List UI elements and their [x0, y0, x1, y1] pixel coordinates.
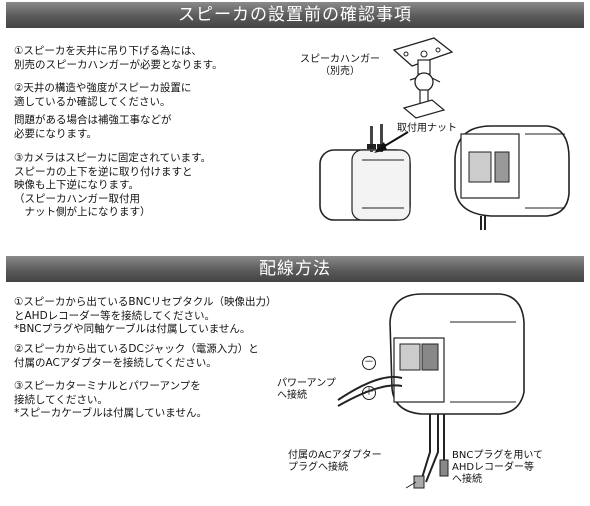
section-title-wiring: 配線方法 [6, 256, 584, 282]
minus-terminal-symbol: － [362, 356, 376, 370]
wiring-note-2: ②スピーカから出ているDCジャック（電源入力）と 付属のACアダプターを接続して… [14, 343, 259, 369]
speaker-wiring-illustration [337, 293, 525, 489]
setup-note-2: ②天井の構造や強度がスピーカ設置に 適しているか確認してください。 [14, 82, 192, 108]
speaker-side-illustration [319, 124, 411, 221]
wiring-note-1: ①スピーカから出ているBNCリセプタクル（映像出力） とAHDレコーダー等を接続… [14, 296, 277, 335]
setup-note-3: ③カメラはスピーカに固定されています。 スピーカの上下を逆に取り付けますと 映像… [14, 152, 212, 218]
speaker-hanger-illustration [392, 37, 454, 119]
wiring-note-3: ③スピーカターミナルとパワーアンプを 接続してください。 *スピーカケーブルは付… [14, 380, 207, 419]
bnc-connection-label: BNCプラグを用いて AHDレコーダー等 へ接続 [452, 450, 544, 485]
setup-note-1: ①スピーカを天井に吊り下げる為には、 別売のスピーカハンガーが必要となります。 [14, 45, 223, 71]
section-title-setup: スピーカの設置前の確認事項 [6, 2, 584, 28]
nut-pointer-arrow [374, 131, 409, 153]
setup-note-2-detail: 問題がある場合は補強工事などが 必要になります。 [14, 114, 172, 140]
amp-connection-label: パワーアンプ へ接続 [277, 378, 336, 401]
hanger-label: スピーカハンガー （別売） [300, 54, 380, 77]
speaker-front-illustration [454, 125, 570, 230]
nut-label: 取付用ナット [397, 123, 457, 134]
ac-adapter-label: 付属のACアダプター プラグへ接続 [288, 450, 382, 473]
